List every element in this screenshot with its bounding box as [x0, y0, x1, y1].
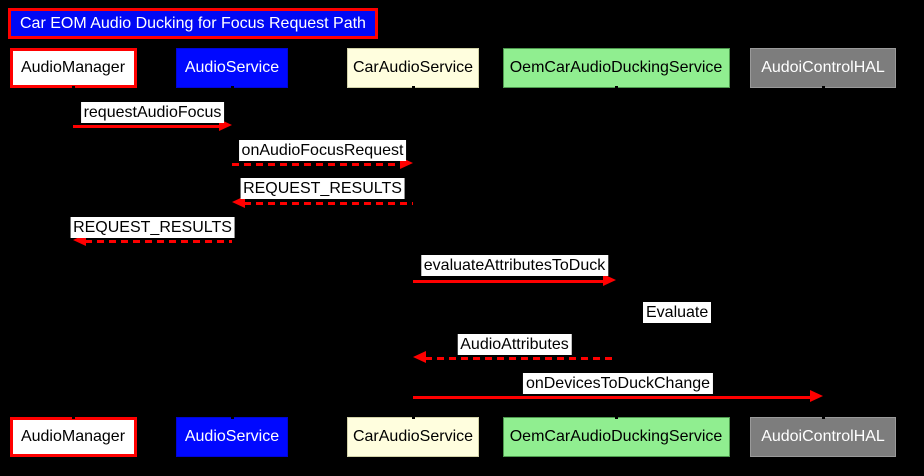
arrow-head-evaluateattributestoduck — [603, 274, 616, 286]
diagram-title: Car EOM Audio Ducking for Focus Request … — [8, 8, 378, 39]
message-line-onaudiofocusrequest — [232, 163, 401, 166]
participant-caraudioservice-bottom: CarAudioService — [347, 417, 479, 457]
participant-oemcaraudioduckingservice-top: OemCarAudioDuckingService — [502, 48, 730, 88]
arrow-head-request-results — [232, 196, 245, 208]
participant-caraudioservice-top: CarAudioService — [347, 48, 479, 88]
message-line-request-results — [244, 202, 413, 205]
arrow-head-ondevicestoduckchange — [810, 390, 823, 402]
participant-audoicontrolhal-bottom: AudoiControlHAL — [750, 417, 896, 457]
message-line-audioattributes — [425, 357, 616, 360]
message-label-request-results: REQUEST_RESULTS — [70, 217, 235, 238]
message-line-requestaudiofocus — [73, 125, 220, 128]
participant-label: AudioService — [184, 59, 280, 76]
participant-audoicontrolhal-top: AudoiControlHAL — [750, 48, 896, 88]
message-line-ondevicestoduckchange — [413, 396, 811, 399]
message-label-request-results: REQUEST_RESULTS — [240, 178, 405, 199]
lifeline-oemcaraudioduckingservice — [614, 86, 618, 419]
message-label-onaudiofocusrequest: onAudioFocusRequest — [238, 140, 407, 161]
participant-audioservice-top: AudioService — [176, 48, 288, 88]
message-label-evaluateattributestoduck: evaluateAttributesToDuck — [420, 255, 609, 276]
message-line-request-results — [85, 240, 232, 243]
message-label-evaluate: Evaluate — [643, 302, 712, 323]
message-line-evaluateattributestoduck — [413, 280, 604, 283]
participant-audiomanager-bottom: AudioManager — [9, 417, 137, 457]
lifeline-audiomanager — [71, 86, 75, 419]
arrow-head-audioattributes — [413, 351, 426, 363]
participant-label: AudioManager — [20, 428, 126, 445]
participant-label: AudioManager — [20, 59, 126, 76]
message-label-requestaudiofocus: requestAudioFocus — [80, 102, 225, 123]
message-label-ondevicestoduckchange: onDevicesToDuckChange — [522, 373, 714, 394]
participant-audioservice-bottom: AudioService — [176, 417, 288, 457]
participant-label: AudoiControlHAL — [761, 59, 885, 76]
message-label-audioattributes: AudioAttributes — [457, 334, 572, 355]
participant-oemcaraudioduckingservice-bottom: OemCarAudioDuckingService — [502, 417, 730, 457]
participant-label: OemCarAudioDuckingService — [509, 59, 723, 76]
participant-label: OemCarAudioDuckingService — [509, 428, 723, 445]
lifeline-audoicontrolhal — [821, 86, 825, 419]
lifeline-audioservice — [230, 86, 234, 419]
self-message-loop-evaluate — [616, 318, 648, 342]
participant-label: CarAudioService — [352, 428, 474, 445]
participant-label: AudoiControlHAL — [761, 428, 885, 445]
participant-label: AudioService — [184, 428, 280, 445]
lifeline-caraudioservice — [411, 86, 415, 419]
participant-audiomanager-top: AudioManager — [9, 48, 137, 88]
participant-label: CarAudioService — [352, 59, 474, 76]
